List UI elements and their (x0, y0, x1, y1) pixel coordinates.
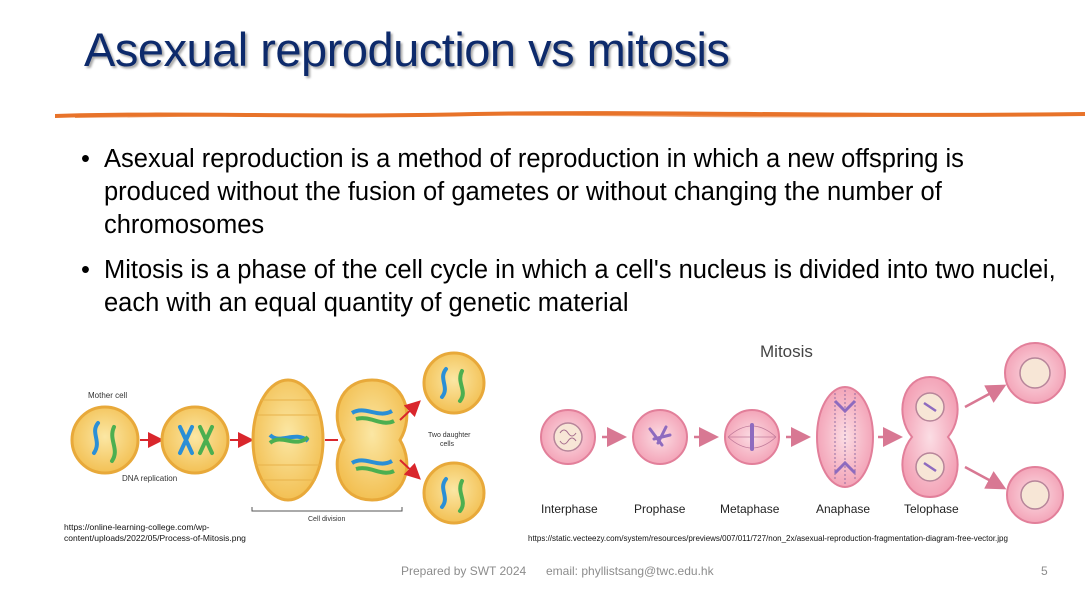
label-cell-division: Cell division (308, 516, 345, 523)
source-line-1: https://online-learning-college.com/wp- (64, 522, 210, 532)
label-mother-cell: Mother cell (88, 391, 127, 400)
label-cells: cells (440, 441, 455, 448)
title-divider (55, 111, 1085, 118)
footer-email: email: phyllistsang@twc.edu.hk (546, 564, 714, 578)
phase-label-telophase: Telophase (904, 502, 959, 516)
bullet-text: Mitosis is a phase of the cell cycle in … (104, 256, 1056, 317)
phase-label-metaphase: Metaphase (720, 502, 780, 516)
bullet-item-mitosis: • Mitosis is a phase of the cell cycle i… (78, 254, 1068, 320)
mitosis-phases-diagram: Mitosis Interphase Prophase Metaphase An… (540, 342, 1066, 524)
mitosis-figure-title: Mitosis (760, 342, 813, 361)
source-line-2: content/uploads/2022/05/Process-of-Mitos… (64, 533, 246, 543)
footer-prepared-by: Prepared by SWT 2024 (401, 564, 527, 578)
bullet-item-asexual: • Asexual reproduction is a method of re… (78, 143, 1068, 242)
bullet-list: • Asexual reproduction is a method of re… (78, 143, 1068, 332)
phase-label-prophase: Prophase (634, 502, 686, 516)
phase-label-interphase: Interphase (541, 502, 598, 516)
slide-number: 5 (1041, 564, 1048, 578)
cell-anaphase (816, 386, 874, 488)
bullet-dot: • (81, 145, 90, 173)
bullet-text: Asexual reproduction is a method of repr… (104, 145, 964, 239)
mitosis-process-diagram: Mother cell DNA replication Two daughter… (70, 351, 486, 525)
replicated-cell (160, 405, 230, 475)
bullet-dot: • (81, 256, 90, 284)
phase-label-anaphase: Anaphase (816, 502, 870, 516)
right-figure-source: https://static.vecteezy.com/system/resou… (528, 534, 1008, 543)
left-figure-source: https://online-learning-college.com/wp- … (64, 522, 246, 544)
mother-cell (70, 405, 140, 475)
label-two-daughter: Two daughter (428, 432, 471, 439)
slide-title: Asexual reproduction vs mitosis (84, 23, 730, 76)
daughter-cell-bottom (422, 461, 486, 525)
daughter-cell-top (422, 351, 486, 415)
dividing-cell-anaphase (335, 378, 409, 502)
label-dna-replication: DNA replication (122, 474, 177, 483)
